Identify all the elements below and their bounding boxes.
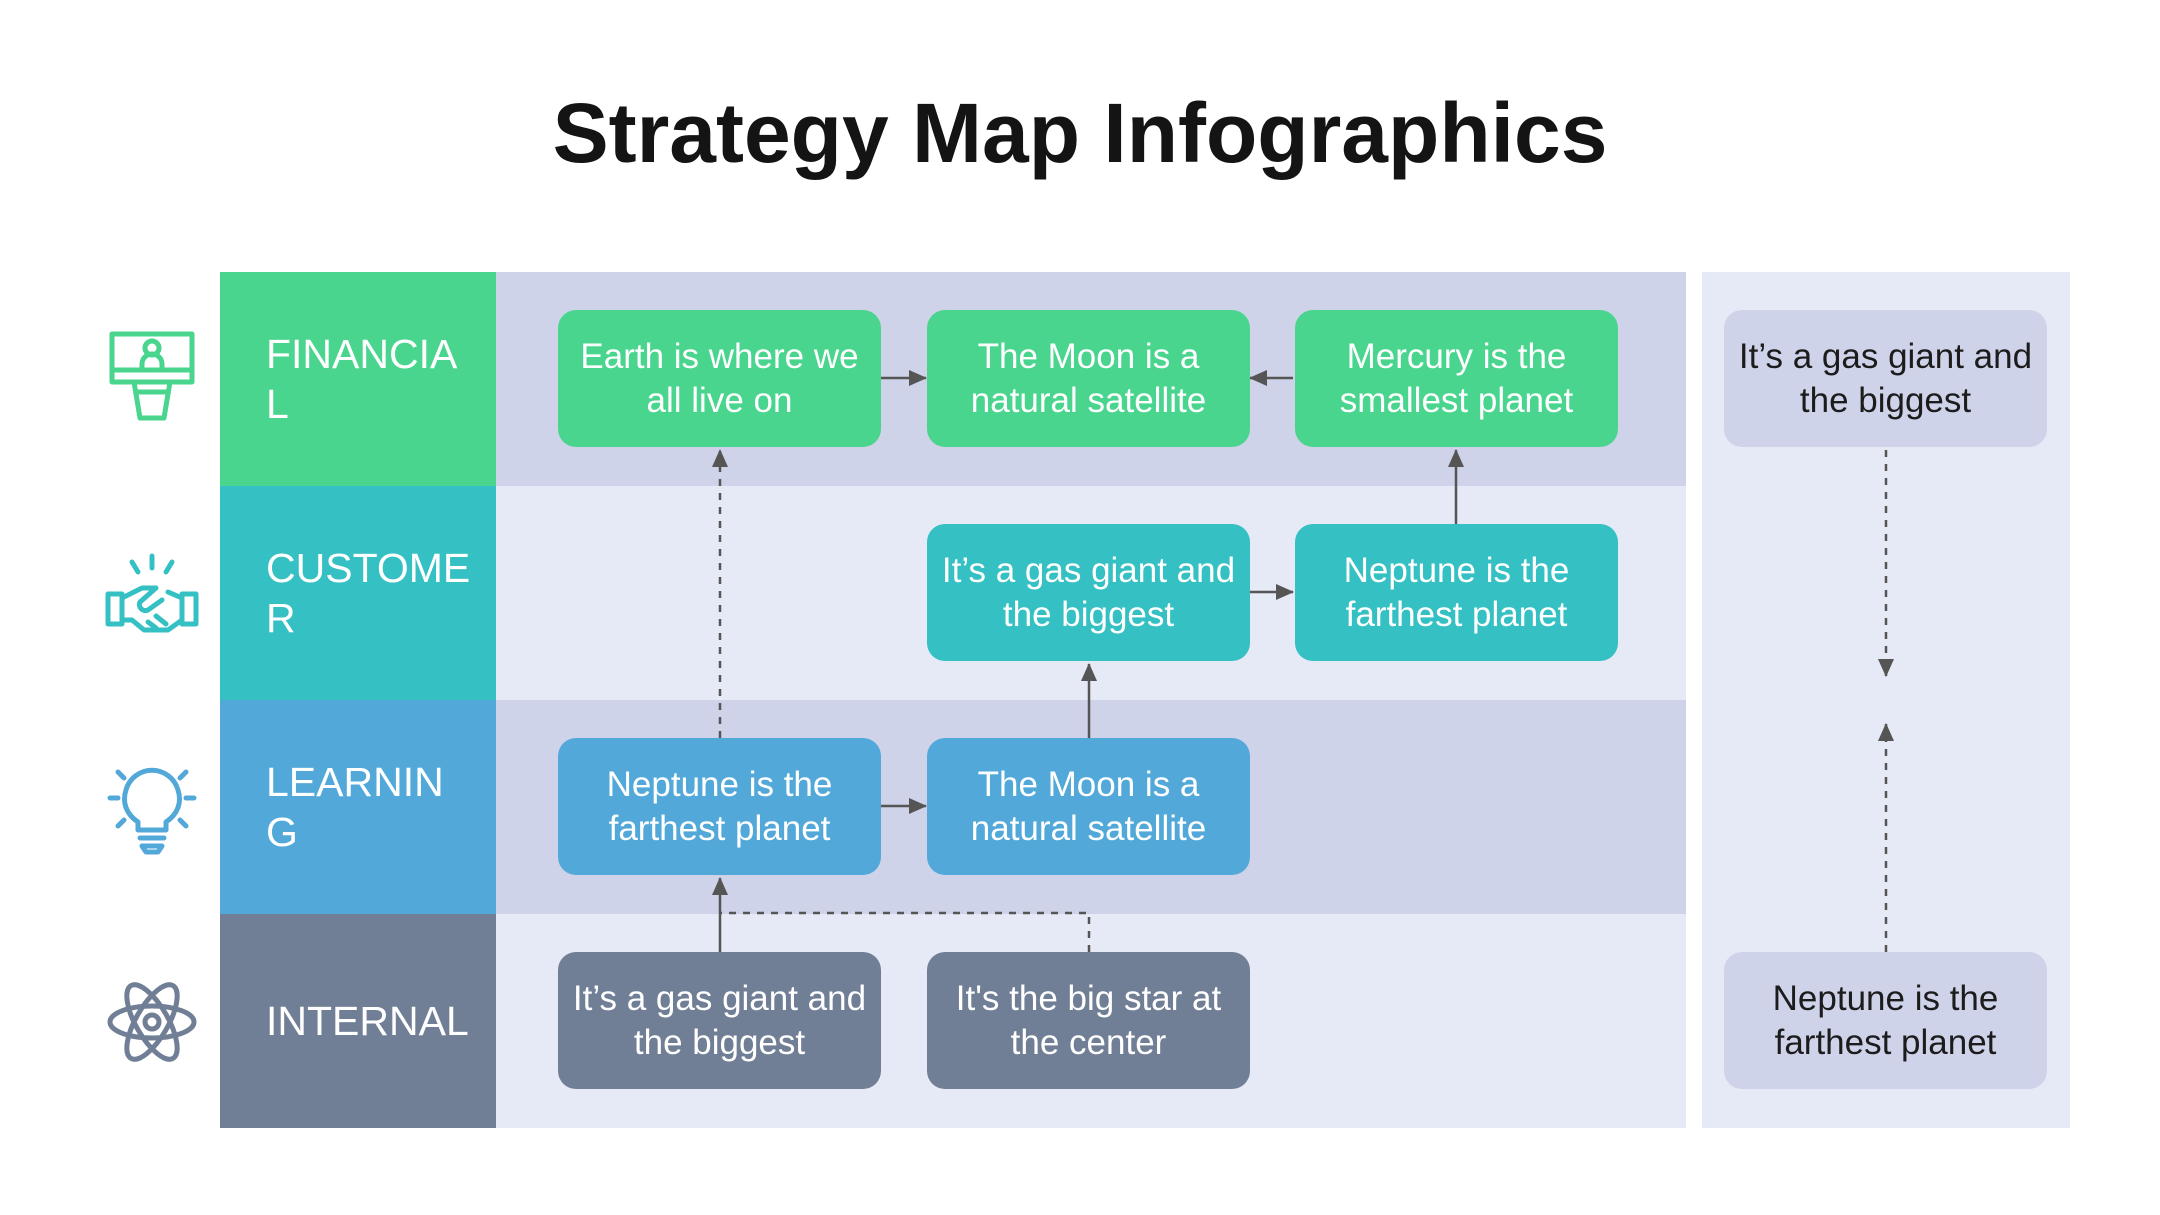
box-side-top: It’s a gas giant and the biggest bbox=[1724, 310, 2047, 447]
box-customer-2: Neptune is the farthest planet bbox=[1295, 524, 1618, 661]
lane-label-customer: CUSTOMER bbox=[220, 486, 496, 700]
box-internal-2: It's the big star at the center bbox=[927, 952, 1250, 1089]
box-customer-1: It’s a gas giant and the biggest bbox=[927, 524, 1250, 661]
box-learning-1: Neptune is the farthest planet bbox=[558, 738, 881, 875]
box-financial-1: Earth is where we all live on bbox=[558, 310, 881, 447]
lightbulb-icon bbox=[107, 767, 197, 855]
page-title: Strategy Map Infographics bbox=[552, 86, 1608, 180]
box-financial-3: Mercury is the smallest planet bbox=[1295, 310, 1618, 447]
box-internal-1: It’s a gas giant and the biggest bbox=[558, 952, 881, 1089]
lane-label-financial: FINANCIAL bbox=[220, 272, 496, 486]
lane-label-learning: LEARNING bbox=[220, 700, 496, 914]
handshake-icon bbox=[105, 553, 199, 633]
box-side-bottom: Neptune is the farthest planet bbox=[1724, 952, 2047, 1089]
box-financial-2: The Moon is a natural satellite bbox=[927, 310, 1250, 447]
monitor-person-icon bbox=[109, 331, 195, 421]
lane-label-internal: INTERNAL bbox=[220, 914, 496, 1128]
box-learning-2: The Moon is a natural satellite bbox=[927, 738, 1250, 875]
atom-icon bbox=[107, 982, 197, 1062]
